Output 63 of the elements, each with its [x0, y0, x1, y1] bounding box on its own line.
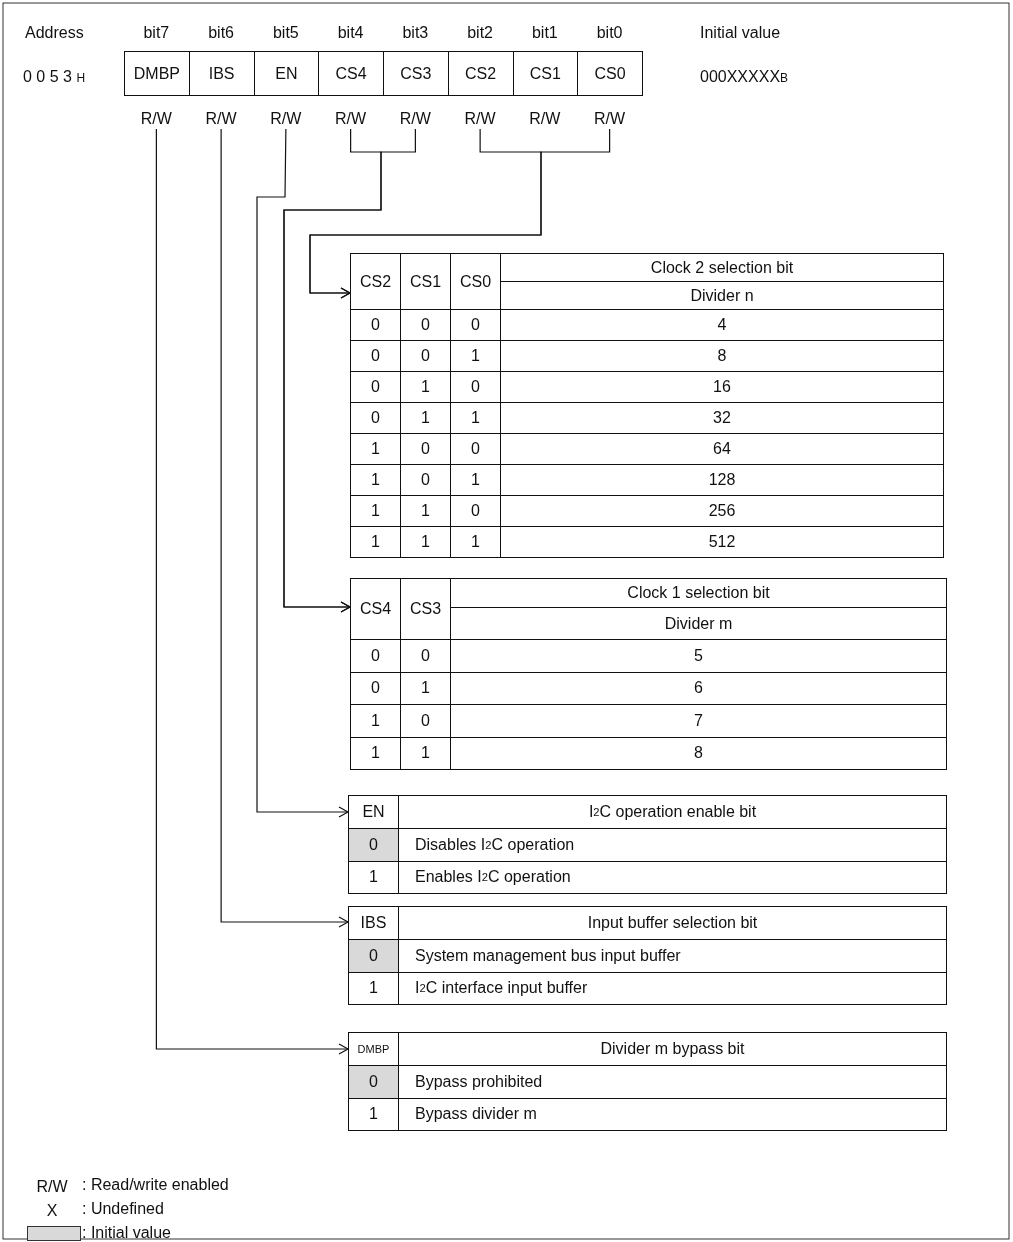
- table-header-cell: EN: [348, 795, 399, 829]
- access-label: R/W: [199, 109, 244, 129]
- register-bit-cell: IBS: [188, 51, 255, 96]
- initial-value: 000XXXXX$_{B}$: [700, 67, 789, 87]
- table-header-cell: IBS: [348, 906, 399, 940]
- table-cell: 1: [350, 526, 401, 558]
- table-cell: 1: [350, 736, 401, 770]
- table-cell: Bypass divider m: [398, 1097, 947, 1131]
- column-heading: Initial value: [700, 23, 781, 43]
- bit-number: bit4: [336, 23, 365, 43]
- register-bit-cell: CS1: [512, 51, 579, 96]
- bit-setting-table: [350, 253, 944, 558]
- bit-number: bit6: [207, 23, 235, 43]
- table-header-cell: Clock 2 selection bit: [500, 253, 944, 282]
- access-label: R/W: [328, 109, 373, 129]
- bit-number: bit0: [595, 23, 624, 43]
- table-cell: 0: [348, 939, 399, 973]
- legend-text: : Undefined: [82, 1199, 164, 1219]
- bit-number: bit1: [530, 23, 559, 43]
- connector-arrow: [256, 128, 349, 818]
- register-bit-cell: CS0: [577, 51, 643, 96]
- table-header-cell: DMBP: [348, 1032, 399, 1066]
- bit-setting-table: [350, 578, 947, 770]
- access-label: R/W: [134, 109, 179, 129]
- register-bit-cell: EN: [253, 51, 320, 96]
- bit-setting-table: [348, 795, 947, 894]
- bit-number: bit2: [466, 23, 494, 43]
- connector-arrow: [155, 128, 349, 1055]
- table-cell: 1: [348, 860, 399, 894]
- table-cell: 8: [450, 736, 947, 770]
- connector-arrow: [309, 128, 611, 299]
- table-cell: 0: [348, 828, 399, 862]
- table-header-cell: Input buffer selection bit: [398, 906, 947, 940]
- table-cell: 1: [348, 971, 399, 1005]
- connector-arrow: [283, 128, 416, 613]
- legend-text: : Initial value: [82, 1223, 171, 1242]
- legend-text: : Read/write enabled: [82, 1175, 229, 1195]
- bit-setting-table: [348, 1032, 947, 1131]
- bit-number: bit7: [142, 23, 171, 43]
- bit-setting-table: [348, 906, 947, 1005]
- connector-arrow: [220, 128, 349, 928]
- table-header-cell: CS4: [350, 578, 401, 640]
- legend-symbol: X: [45, 1201, 59, 1221]
- table-cell: 0: [348, 1065, 399, 1099]
- register-bit-cell: CS2: [447, 51, 514, 96]
- register-bit-cell: CS4: [318, 51, 384, 96]
- access-label: R/W: [393, 109, 438, 129]
- bit-number: bit5: [271, 23, 300, 43]
- table-header-cell: Divider m bypass bit: [398, 1032, 947, 1066]
- bit-number: bit3: [401, 23, 430, 43]
- access-label: R/W: [522, 109, 567, 129]
- register-bit-cell: DMBP: [124, 51, 190, 96]
- table-header-cell: CS2: [350, 253, 401, 310]
- table-header-cell: Clock 1 selection bit: [450, 578, 947, 608]
- address-value: 0 0 5 3 $_{H}$: [23, 67, 86, 87]
- access-label: R/W: [263, 109, 308, 129]
- table-cell: 512: [500, 526, 944, 558]
- access-label: R/W: [587, 109, 632, 129]
- legend-symbol: R/W: [35, 1177, 69, 1197]
- column-heading: Address: [25, 23, 84, 43]
- access-label: R/W: [458, 109, 503, 129]
- register-bit-cell: CS3: [383, 51, 449, 96]
- table-cell: 1: [348, 1097, 399, 1131]
